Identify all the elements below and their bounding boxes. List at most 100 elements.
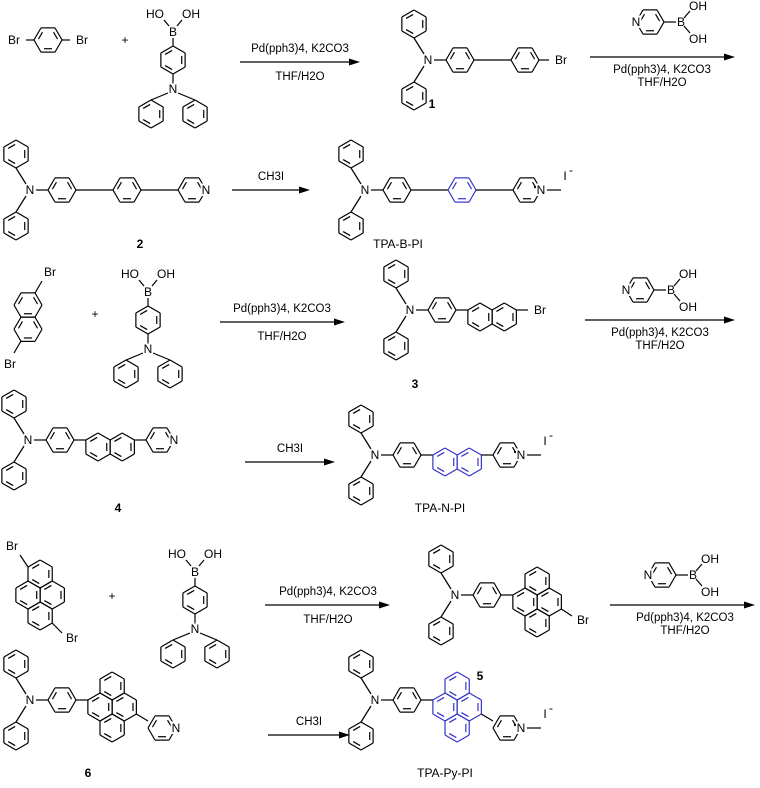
double-bond: [167, 719, 173, 728]
double-bond: [116, 712, 124, 718]
nitrogen-atom: N: [191, 622, 200, 636]
double-bond: [342, 159, 351, 165]
bond: [673, 278, 681, 287]
ring-bond: [468, 468, 482, 477]
ring-bond: [54, 27, 63, 41]
ring-bond: [510, 47, 519, 61]
ring-bond: [13, 482, 27, 491]
ring-bond: [182, 120, 196, 129]
ring-bond: [392, 442, 401, 456]
ring-bond: [444, 734, 458, 743]
nitrogen-atom: N: [24, 433, 33, 447]
ring-bond: [112, 177, 121, 191]
ring-bond: [198, 189, 207, 203]
naphthalene-ring: [467, 302, 493, 332]
ring-bond: [172, 45, 186, 54]
phenyl-ring: [401, 9, 427, 39]
double-bond: [496, 322, 504, 328]
double-bond: [352, 408, 361, 414]
ring-bond: [15, 232, 29, 241]
double-bond: [67, 691, 73, 700]
ring-bond: [536, 608, 550, 617]
double-bond: [44, 584, 52, 590]
phenyl-ring: [3, 721, 29, 751]
double-bond: [449, 51, 455, 60]
compound-number: 1: [429, 97, 436, 111]
bond: [15, 167, 27, 185]
double-bond: [117, 379, 126, 385]
ring-bond: [513, 715, 522, 729]
ring-bond: [350, 139, 364, 148]
double-bond: [5, 393, 14, 399]
ring-bond: [34, 328, 43, 342]
double-bond: [7, 741, 16, 747]
double-bond: [436, 696, 445, 702]
ring-bond: [503, 302, 517, 311]
ring-bond: [133, 177, 142, 191]
ring-bond: [172, 66, 186, 75]
double-bond: [512, 719, 518, 728]
pyridine-ring: [147, 715, 177, 741]
compound-number: 4: [115, 501, 122, 515]
ring-bond: [169, 359, 183, 368]
ring-bond: [123, 692, 137, 701]
highlighted-ring: [432, 692, 458, 722]
phenyl-ring: [113, 359, 139, 389]
ring-bond: [512, 587, 526, 596]
double-bond: [655, 13, 661, 22]
pyridinium-ring: [512, 177, 542, 203]
ring-bond: [160, 639, 174, 648]
ring-bond: [15, 649, 29, 658]
double-bond: [44, 600, 52, 606]
ring-bond: [668, 562, 677, 576]
ring-bond: [147, 305, 161, 314]
bond: [185, 559, 192, 567]
double-bond: [386, 181, 392, 190]
arrowhead-icon: [724, 53, 735, 61]
hydroxyl-label: HO: [121, 267, 139, 281]
ring-bond: [456, 671, 470, 680]
ring-bond: [160, 45, 174, 54]
nitrogen-atom: N: [622, 283, 631, 297]
double-bond: [117, 363, 126, 369]
arrowhead-icon: [379, 601, 390, 609]
phenyl-ring: [348, 404, 374, 434]
ring-bond: [172, 660, 186, 669]
double-bond: [432, 548, 441, 554]
hydroxyl-label: OH: [701, 585, 719, 599]
catalyst-label: Pd(pph3)4, K2CO3: [613, 64, 711, 76]
double-bond: [496, 719, 502, 728]
ring-bond: [395, 280, 409, 289]
double-bond: [37, 31, 43, 40]
ring-bond: [39, 601, 53, 610]
bond: [360, 460, 372, 478]
ring-bond: [513, 727, 522, 741]
pyrene-ring: [512, 587, 538, 617]
double-bond: [651, 566, 657, 575]
bond: [177, 92, 196, 101]
ring-bond: [111, 671, 125, 680]
double-bond: [103, 717, 112, 723]
double-bond: [352, 480, 361, 486]
ring-bond: [216, 639, 230, 648]
double-bond: [186, 589, 195, 595]
ring-bond: [182, 606, 196, 615]
bond: [683, 10, 691, 19]
nitrogen-atom: N: [169, 82, 178, 96]
ring-bond: [512, 177, 521, 191]
double-bond: [103, 675, 112, 681]
double-bond: [528, 570, 537, 576]
double-bond: [7, 653, 16, 659]
nitrogen-atom: N: [632, 15, 641, 29]
ring-bond: [447, 189, 456, 203]
ring-bond: [444, 713, 458, 722]
ring-bond: [413, 81, 427, 90]
ring-bond: [1, 410, 15, 419]
double-bond: [142, 103, 151, 109]
ring-bond: [3, 670, 17, 679]
ring-bond: [656, 9, 665, 23]
double-bond: [405, 85, 414, 91]
ring-bond: [39, 580, 53, 589]
ring-bond: [13, 328, 22, 342]
double-bond: [471, 322, 480, 328]
